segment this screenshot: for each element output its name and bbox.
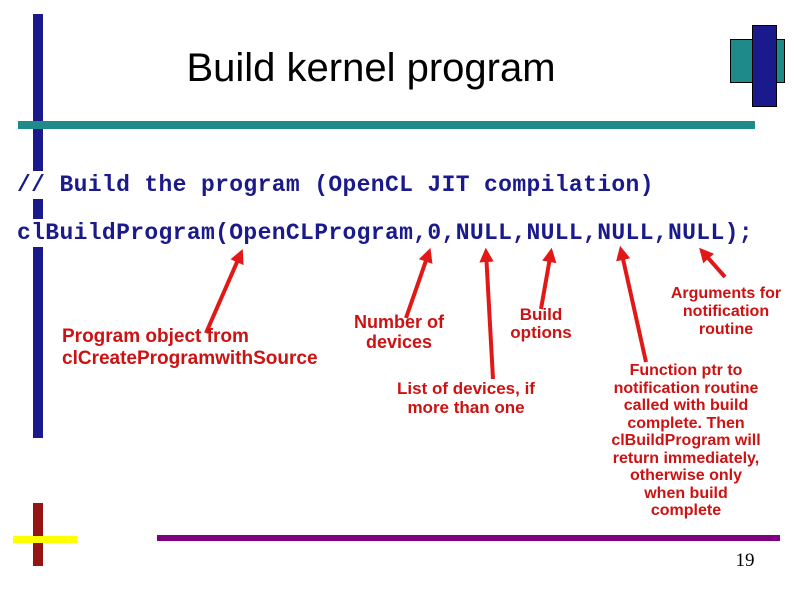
arrow-to-OpenCLProgram [204, 249, 244, 334]
arrow-to-0 [404, 247, 433, 319]
annotation-number-of-devices: Number of devices [354, 312, 444, 352]
arrow-to-NULL-4 [699, 247, 727, 279]
annotation-build-options: Build options [510, 305, 572, 342]
bottom-yellow-line [13, 536, 77, 543]
bottom-red-accent-bar [33, 503, 43, 566]
annotation-arguments-notification: Arguments for notification routine [670, 285, 782, 338]
code-comment-line: // Build the program (OpenCL JIT compila… [14, 171, 660, 199]
annotation-program-object: Program object from clCreateProgramwithS… [62, 326, 318, 369]
code-statement-line: clBuildProgram(OpenCLProgram,0,NULL,NULL… [14, 219, 759, 247]
corner-decoration-navy [752, 25, 777, 107]
bottom-purple-rule [157, 535, 780, 541]
annotation-list-of-devices: List of devices, if more than one [397, 379, 535, 417]
title-underline-rule [18, 121, 755, 129]
arrow-to-NULL-3 [616, 245, 648, 363]
slide-title: Build kernel program [186, 46, 556, 90]
arrow-to-NULL-2 [539, 247, 557, 310]
page-number: 19 [735, 550, 755, 571]
annotation-function-ptr: Function ptr to notification routine cal… [611, 362, 761, 519]
